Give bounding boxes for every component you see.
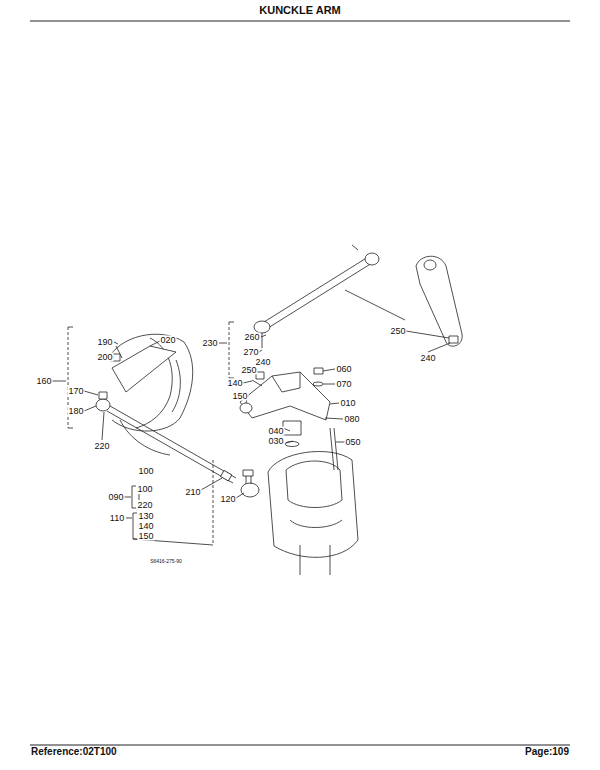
callout-number: 010 [339,399,356,408]
footer-rule [30,745,570,746]
callout-number: 240 [419,354,436,363]
callout-number: 210 [184,488,201,497]
callout-number: 150 [231,392,248,401]
callout-number: 070 [335,380,352,389]
page-title: KUNCKLE ARM [258,5,341,16]
callout-number: 270 [242,348,259,357]
knuckle-housing [96,334,193,455]
callout-number: 260 [243,333,260,342]
leader-lines [84,331,450,498]
callout-number: 120 [219,495,236,504]
callout-number: 080 [343,415,360,424]
drag-link [254,245,405,348]
tie-rod [107,406,259,497]
callout-number: 040 [267,427,284,436]
callout-number: 150 [137,532,154,541]
gear-housing [268,428,358,575]
callout-number: 220 [93,442,110,451]
callout-number: 160 [35,377,52,386]
callout-number: 250 [240,366,257,375]
callout-number: 090 [107,493,124,502]
callout-number: 100 [136,485,153,494]
callout-number: 100 [137,467,154,476]
callout-number: 230 [201,339,218,348]
callout-number: 250 [389,327,406,336]
callout-number: 020 [159,336,176,345]
callout-number: 180 [67,407,84,416]
callout-number: 170 [67,387,84,396]
callout-number: 200 [96,353,113,362]
callout-number: 190 [96,338,113,347]
callout-number: 050 [344,438,361,447]
bracket-ticks [52,322,234,545]
group-brackets [68,322,229,545]
pitman-arm [416,256,462,346]
reference-note: Reference:02T100 [30,747,118,757]
center-arm [240,368,330,447]
drawing-code: S6416-275-90 [149,559,183,564]
callout-number: 060 [335,365,352,374]
callout-number: 140 [226,379,243,388]
callout-number: 030 [267,437,284,446]
callout-number: 220 [136,501,153,510]
page-number: Page:109 [524,747,570,757]
callout-number: 140 [137,522,154,531]
callout-number: 130 [137,512,154,521]
header-rule [30,21,570,22]
callout-number: 110 [109,514,125,523]
